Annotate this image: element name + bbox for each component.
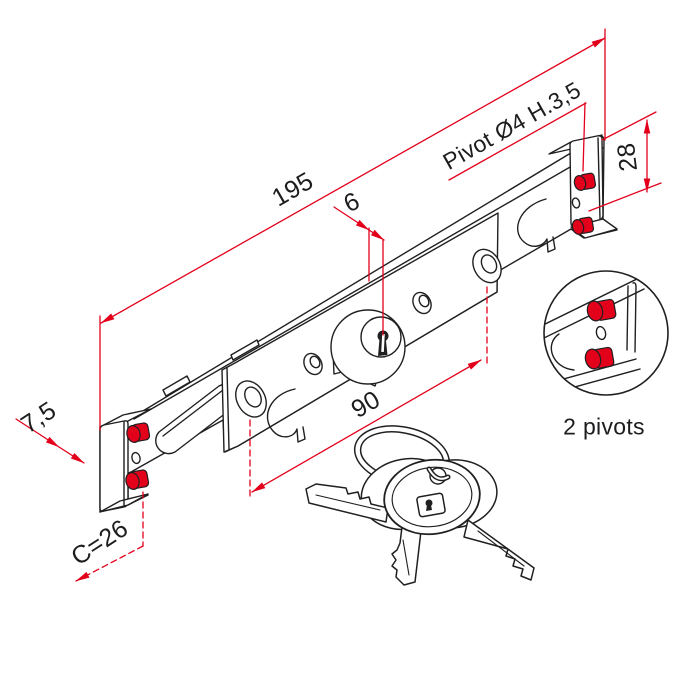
dim-6-lead: [333, 206, 370, 231]
key-blade-groove: [315, 494, 381, 511]
dim-28-label: 28: [611, 141, 644, 173]
detail-end-edge: [632, 282, 637, 353]
keyhole-icon: [377, 330, 389, 356]
detail-circle-view: [543, 270, 669, 396]
carriage-tab-line: [226, 367, 230, 450]
dim-90-line: [251, 359, 482, 493]
dim-6-lead2: [368, 229, 385, 241]
oblong-slot-inner: [162, 389, 224, 437]
dim-c26-lead: [75, 545, 144, 582]
key-blade-right: [463, 519, 535, 581]
keys-illustration: [305, 425, 535, 586]
lock-body: [99, 134, 618, 513]
dim-75-lead2: [58, 446, 85, 464]
detail-circle-outline: [543, 270, 669, 396]
dim-28-ext-bottom: [588, 182, 662, 212]
detail-oval-hole: [595, 325, 607, 341]
plate-slot: [230, 339, 260, 361]
key-blade-groove: [402, 539, 410, 576]
dim-75-lead: [15, 418, 60, 448]
key-logo-badge: [416, 492, 446, 518]
pivot-callout-underline: [448, 102, 587, 181]
detail-hook-arc: [550, 333, 575, 371]
detail-end-edge-inner: [626, 285, 629, 351]
dimension-annotations: [15, 28, 662, 582]
end-oval-left: [131, 451, 141, 465]
key-blade-groove: [477, 530, 525, 567]
key-blade-down: [391, 526, 422, 586]
plate-slot: [162, 375, 191, 397]
dim-28-ext-top: [601, 111, 657, 141]
key-logo-keyhole-icon: [425, 499, 433, 511]
detail-view-label: 2 pivots: [563, 413, 645, 440]
pivot-callout-drop: [582, 102, 586, 172]
dim-195-line: [100, 37, 606, 324]
